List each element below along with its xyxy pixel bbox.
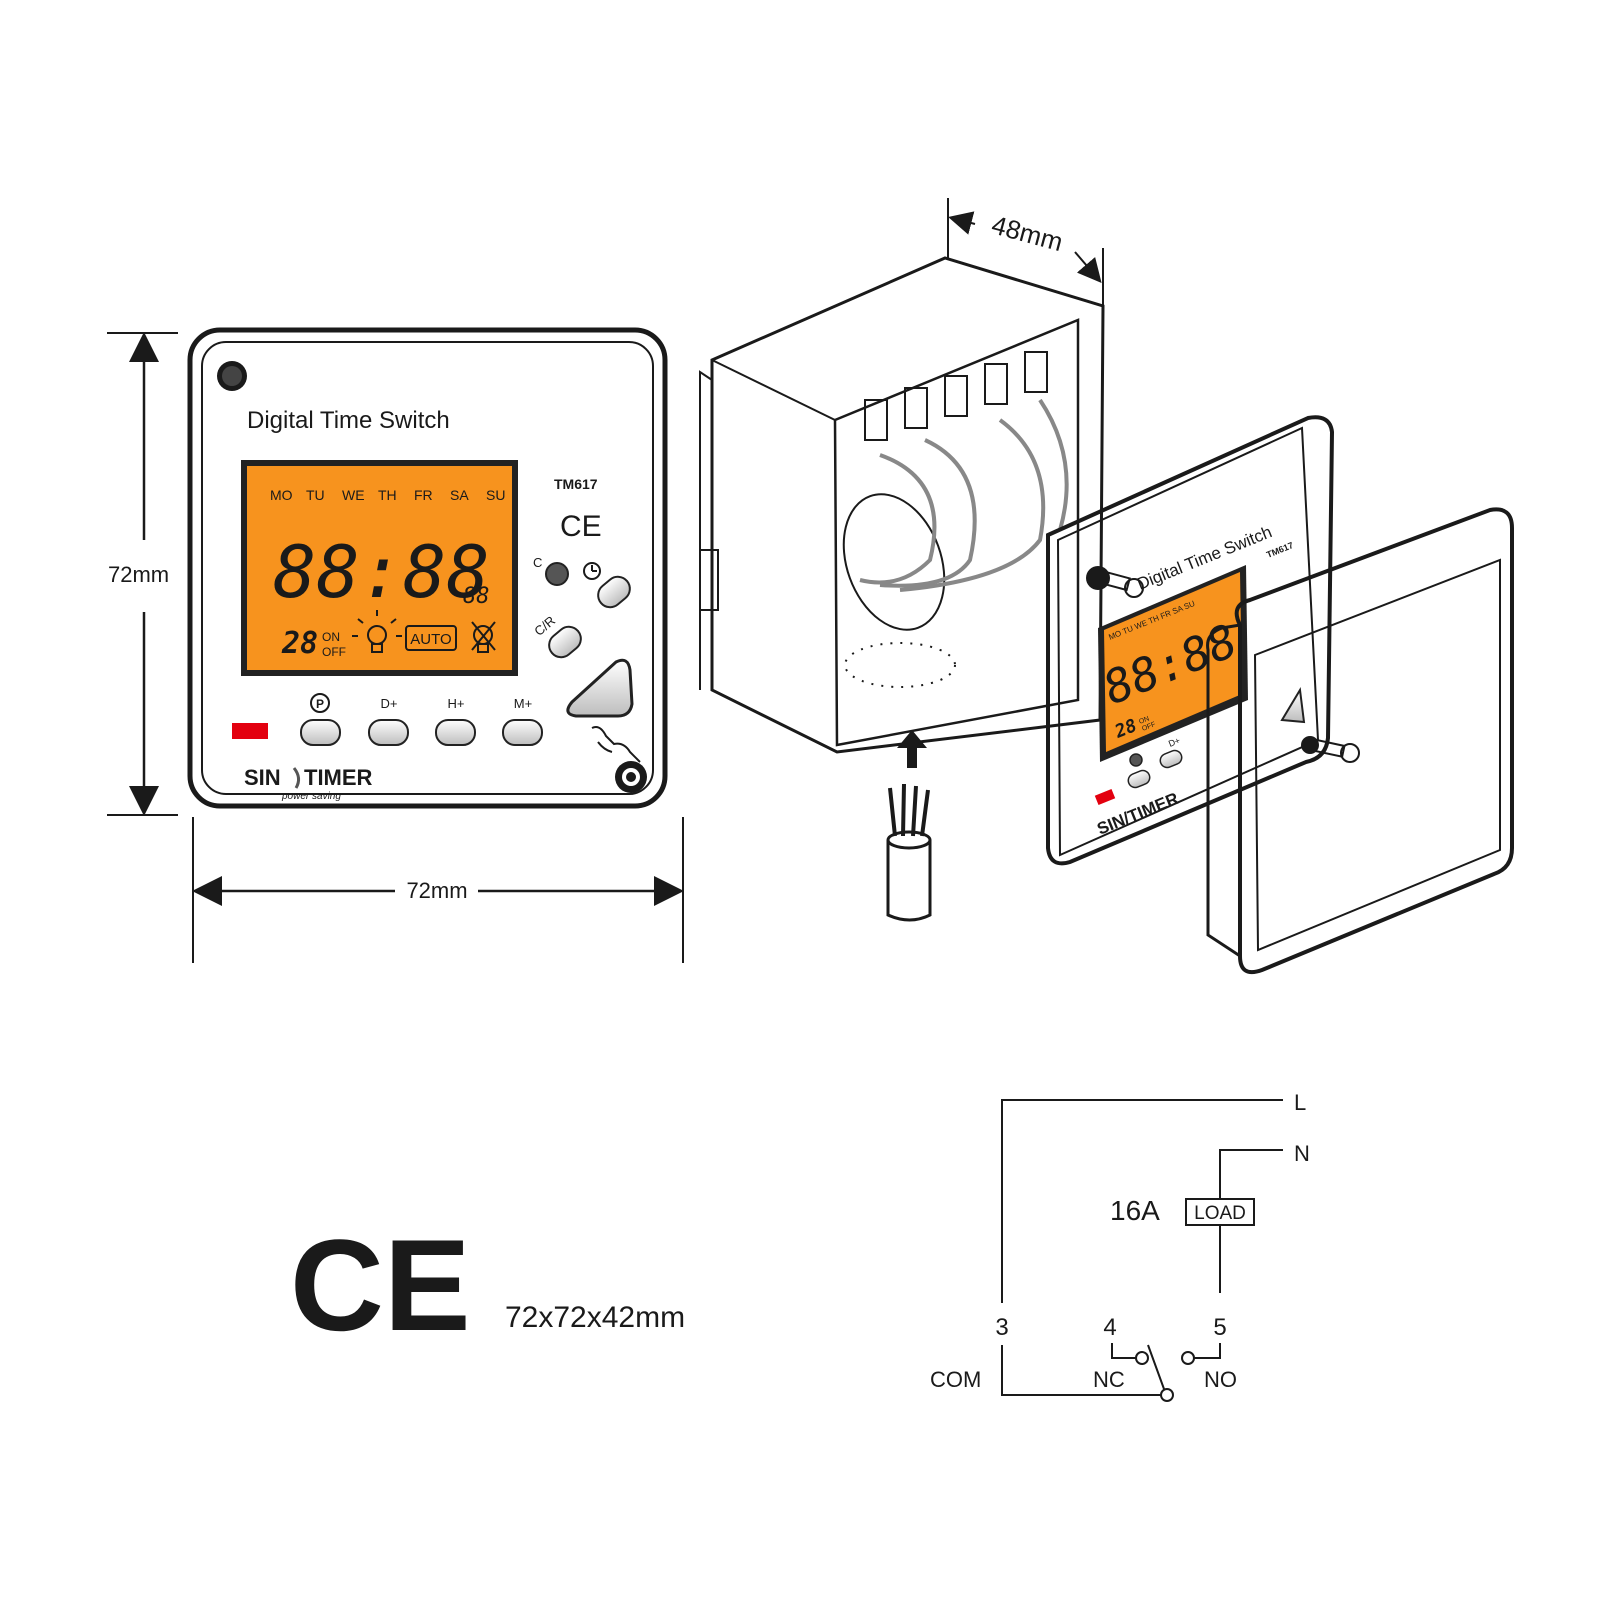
size-label: 72x72x42mm: [505, 1301, 685, 1334]
up-arrow-icon: [897, 730, 927, 768]
lcd-day-mo: MO: [270, 487, 293, 503]
button-m-plus[interactable]: [502, 719, 543, 746]
lcd-screen: [247, 466, 512, 670]
lcd-mode-box: [405, 625, 457, 651]
wiring-l: L: [1294, 1090, 1306, 1115]
module-button-p2[interactable]: [1126, 768, 1152, 789]
brand-tagline: power saving: [281, 791, 341, 802]
lcd-day-sa: SA: [450, 487, 469, 503]
module-screw-icon: [1086, 566, 1144, 598]
contact-no: [1181, 1351, 1195, 1365]
exploded-view: 48mm Digital Time Switch TM617 MO TU WE …: [699, 198, 1514, 975]
front-panel-outer: [187, 327, 668, 809]
label-c: C: [533, 555, 542, 570]
label-h: H+: [448, 696, 465, 711]
front-title: Digital Time Switch: [247, 407, 450, 434]
depth-dimension: 48mm: [947, 198, 1104, 308]
front-view: Digital Time Switch MO TU WE TH FR SA SU 88:88…: [187, 327, 668, 809]
status-led: [232, 723, 268, 739]
cover-screw-icon: [1301, 736, 1360, 763]
button-d-plus[interactable]: [368, 719, 409, 746]
module-off: OFF: [1141, 721, 1157, 733]
lcd-off: OFF: [322, 645, 346, 659]
button-cr[interactable]: [544, 622, 585, 662]
lcd-seconds: 88: [463, 584, 490, 609]
lcd-day-th: TH: [378, 487, 397, 503]
clock-icon: [583, 562, 601, 580]
lcd-day-we: WE: [342, 487, 365, 503]
width-dimension: 72mm: [192, 817, 684, 963]
timer-module: Digital Time Switch TM617 MO TU WE TH FR…: [1046, 415, 1335, 866]
wiring-diagram: L N 16A LOAD 3 4 5 COM NC NO: [930, 1090, 1310, 1402]
module-button-d[interactable]: [1158, 748, 1184, 769]
label-p: P: [316, 697, 324, 711]
model-number: TM617: [554, 476, 598, 492]
front-panel-inner: [201, 341, 654, 795]
height-dimension: 72mm: [107, 332, 178, 816]
lcd-day-number: 28: [281, 626, 318, 661]
label-m: M+: [514, 696, 532, 711]
module-model: TM617: [1265, 540, 1295, 560]
terminal-4: 4: [1103, 1314, 1116, 1341]
brand-sin: SIN: [244, 765, 281, 790]
button-p[interactable]: [300, 719, 341, 746]
mounting-box: [699, 256, 1105, 754]
depth-label: 48mm: [989, 209, 1067, 257]
ce-mark-large: CE: [290, 1212, 471, 1358]
terminal-3: 3: [995, 1314, 1008, 1341]
front-cover: [1206, 507, 1514, 975]
brand-timer: TIMER: [304, 765, 373, 790]
terminal-5: 5: [1213, 1314, 1226, 1341]
bulb-on-icon: [352, 610, 402, 653]
lcd-day-fr: FR: [414, 487, 433, 503]
contact-com: [1160, 1388, 1174, 1402]
lcd-day-row: MO TU WE TH FR SA SU: [270, 487, 505, 503]
switch-arm: [1147, 1344, 1165, 1390]
button-program-large[interactable]: [566, 658, 634, 718]
brand-leaf-icon: [292, 767, 301, 789]
wiring-n: N: [1294, 1141, 1310, 1166]
label-nc: NC: [1093, 1367, 1125, 1392]
lcd-day-tu: TU: [306, 487, 325, 503]
p-circle-icon: [310, 693, 330, 713]
module-label-d: D+: [1167, 735, 1182, 749]
button-h-plus[interactable]: [435, 719, 476, 746]
lcd-on: ON: [322, 630, 340, 644]
ce-mark-small: CE: [560, 510, 602, 543]
lcd-mode: AUTO: [410, 631, 451, 648]
module-led: [1094, 788, 1116, 806]
module-button-p[interactable]: [1129, 753, 1143, 767]
module-days: MO TU WE TH FR SA SU: [1107, 599, 1196, 642]
hand-pointer-icon: [591, 726, 641, 763]
label-com: COM: [930, 1367, 981, 1392]
wiring-current: 16A: [1110, 1195, 1160, 1226]
lcd-day-su: SU: [486, 487, 505, 503]
cover-button: [1280, 687, 1306, 724]
height-label: 72mm: [108, 562, 169, 587]
button-c[interactable]: [545, 562, 569, 586]
wiring-load: LOAD: [1194, 1203, 1246, 1224]
lcd-time: 88:88: [273, 530, 490, 614]
cable-entry: [886, 730, 932, 922]
contact-nc: [1135, 1351, 1149, 1365]
bulb-off-icon: [471, 621, 496, 653]
label-d: D+: [381, 696, 398, 711]
button-clock[interactable]: [593, 572, 634, 612]
width-label: 72mm: [406, 878, 467, 903]
label-no: NO: [1204, 1367, 1237, 1392]
module-on: ON: [1138, 715, 1150, 725]
